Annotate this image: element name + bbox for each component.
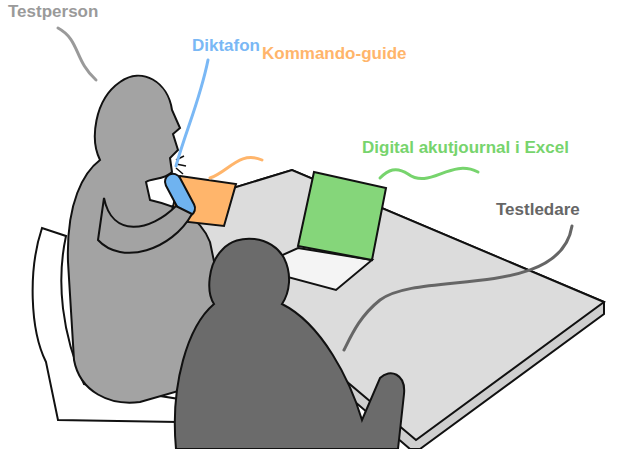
table-edge [148,170,604,449]
leader-line [344,226,572,350]
callout-label: Testledare [496,200,580,220]
laptop-screen [298,172,386,260]
leader-line [58,28,96,80]
test-leader [175,239,404,449]
callout-label: Testperson [8,2,98,22]
leader-line [210,157,262,178]
callout-label: Digital akutjournal i Excel [362,138,569,158]
leader-line [380,168,478,178]
callout-label: Diktafon [192,36,260,56]
callout-label: Kommando-guide [262,44,407,64]
test-person-arm [98,198,192,253]
leader-line [176,60,208,166]
